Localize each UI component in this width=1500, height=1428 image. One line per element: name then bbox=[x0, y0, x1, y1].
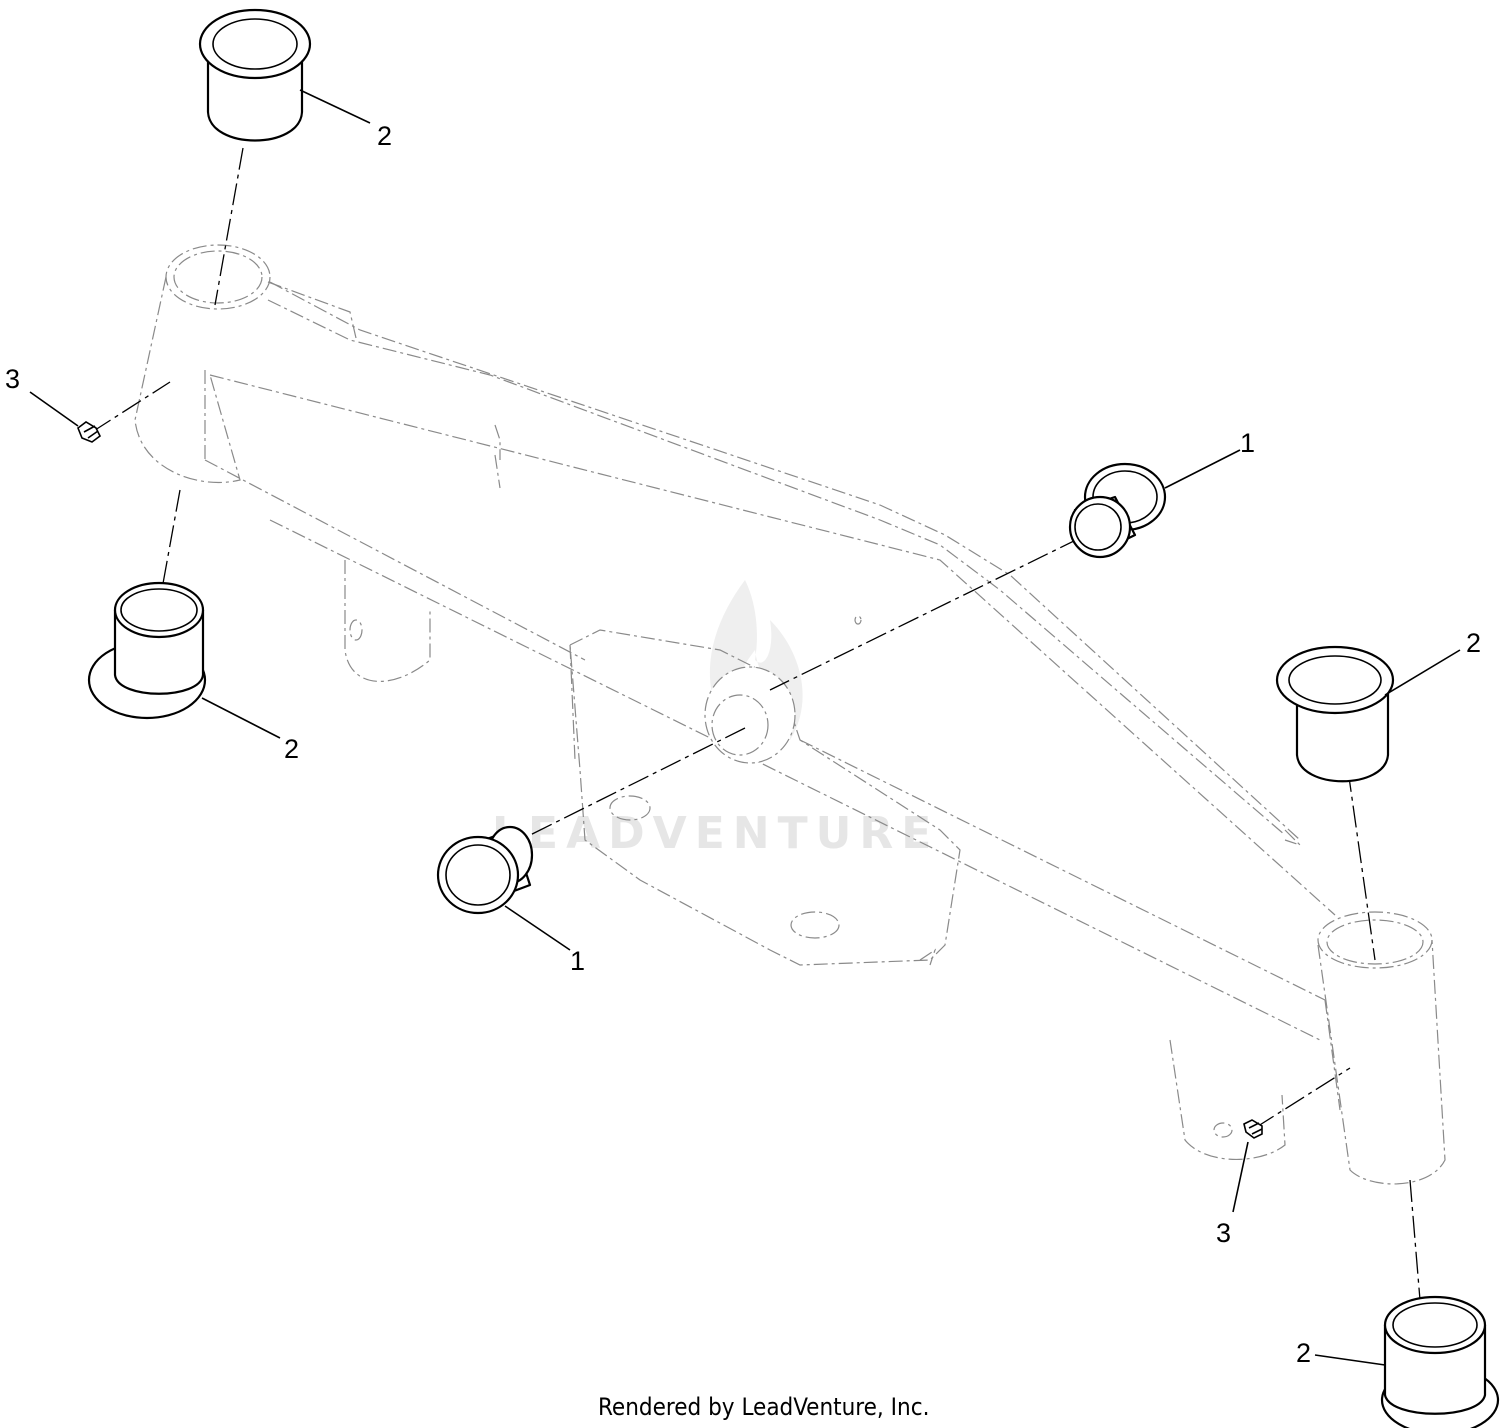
bushing-2-top-left[interactable] bbox=[198, 8, 312, 142]
watermark-text: LEADVENTURE bbox=[492, 808, 939, 859]
bushing-2-right-top[interactable] bbox=[1275, 645, 1395, 783]
rendered-by-credit: Rendered by LeadVenture, Inc. bbox=[598, 1393, 929, 1421]
bushing-1-left[interactable] bbox=[436, 825, 534, 915]
callout-1-right[interactable]: 1 bbox=[1240, 428, 1255, 458]
callout-2-top-left[interactable]: 2 bbox=[377, 121, 392, 151]
frame-phantom bbox=[134, 244, 1446, 1185]
leader-lines bbox=[29, 89, 1461, 1366]
callout-2-bottom-right[interactable]: 2 bbox=[1296, 1338, 1311, 1368]
callout-2-right-top[interactable]: 2 bbox=[1466, 628, 1481, 658]
callout-3-left[interactable]: 3 bbox=[5, 364, 20, 394]
callout-1-left[interactable]: 1 bbox=[570, 946, 585, 976]
bushing-2-mid-left[interactable] bbox=[87, 581, 207, 720]
callouts: 2 2 2 2 1 1 3 3 bbox=[5, 121, 1481, 1368]
bushing-1-right[interactable] bbox=[1068, 462, 1167, 559]
callout-2-mid-left[interactable]: 2 bbox=[284, 734, 299, 764]
grease-fitting-3-right[interactable] bbox=[1243, 1119, 1263, 1139]
grease-fitting-3-left[interactable] bbox=[77, 421, 102, 443]
callout-3-right[interactable]: 3 bbox=[1216, 1218, 1231, 1248]
bushing-2-bottom-right[interactable] bbox=[1380, 1295, 1500, 1428]
centerlines bbox=[91, 147, 1421, 1301]
